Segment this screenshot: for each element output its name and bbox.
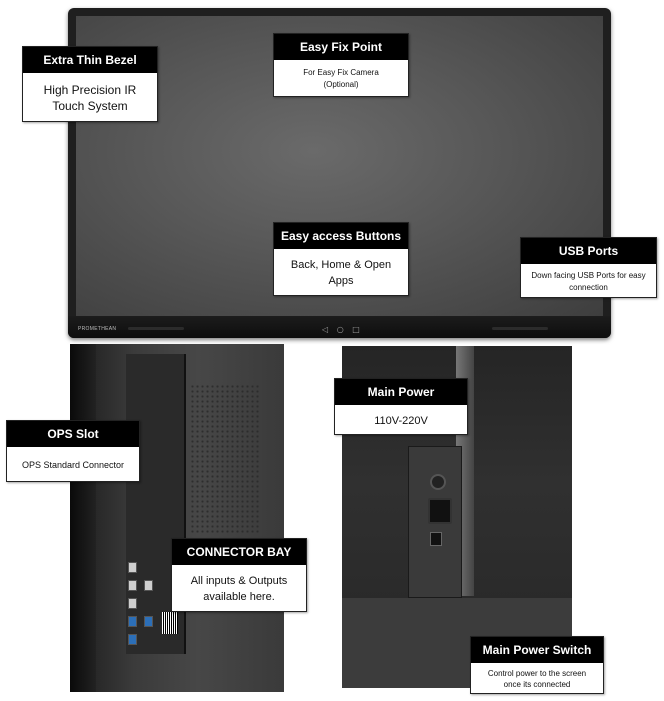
callout-body: Back, Home & Open Apps <box>290 259 392 287</box>
port <box>128 562 137 573</box>
speaker-grill-left <box>128 327 184 330</box>
callout-body: OPS Standard Connector <box>21 460 125 470</box>
display-side-edge <box>70 344 96 692</box>
usb-port-blue <box>144 616 153 627</box>
callout-usb-ports: USB Ports Down facing USB Ports for easy… <box>520 237 657 298</box>
callout-title: Easy access Buttons <box>274 223 408 249</box>
callout-title: Main Power <box>335 379 467 405</box>
port <box>128 580 137 591</box>
callout-extra-thin-bezel: Extra Thin Bezel High Precision IR Touch… <box>22 46 158 122</box>
callout-body: Control power to the screen once its con… <box>487 669 587 689</box>
grounding-screw <box>430 474 446 490</box>
callout-body: Down facing USB Ports for easy connectio… <box>531 270 646 292</box>
callout-title: Easy Fix Point <box>274 34 408 60</box>
callout-ops-slot: OPS Slot OPS Standard Connector <box>6 420 140 482</box>
port <box>128 598 137 609</box>
power-socket <box>428 498 452 524</box>
callout-main-power-switch: Main Power Switch Control power to the s… <box>470 636 604 694</box>
callout-title: CONNECTOR BAY <box>172 539 306 565</box>
port <box>144 580 153 591</box>
front-nav-buttons: ◁ ○ □ <box>322 325 363 334</box>
callout-easy-access-buttons: Easy access Buttons Back, Home & Open Ap… <box>273 222 409 296</box>
callout-main-power: Main Power 110V-220V <box>334 378 468 435</box>
callout-body: 110V-220V <box>374 414 428 427</box>
callout-title: Extra Thin Bezel <box>23 47 157 73</box>
speaker-grill-right <box>492 327 548 330</box>
callout-title: USB Ports <box>521 238 656 264</box>
brand-logo: PROMETHEAN <box>78 326 117 332</box>
callout-body: All inputs & Outputs available here. <box>190 575 288 603</box>
usb-port-blue <box>128 634 137 645</box>
callout-title: OPS Slot <box>7 421 139 447</box>
callout-connector-bay: CONNECTOR BAY All inputs & Outputs avail… <box>171 538 307 612</box>
callout-body: High Precision IR Touch System <box>43 83 137 113</box>
vent-grill <box>190 384 260 534</box>
power-rocker-switch <box>430 532 442 546</box>
barcode-label <box>162 612 178 634</box>
callout-body: For Easy Fix Camera (Optional) <box>303 68 379 89</box>
usb-port-blue <box>128 616 137 627</box>
side-connectors-photo <box>70 344 284 692</box>
bottom-bezel: PROMETHEAN ◁ ○ □ <box>68 316 611 338</box>
callout-title: Main Power Switch <box>471 637 603 663</box>
callout-easy-fix-point: Easy Fix Point For Easy Fix Camera (Opti… <box>273 33 409 97</box>
